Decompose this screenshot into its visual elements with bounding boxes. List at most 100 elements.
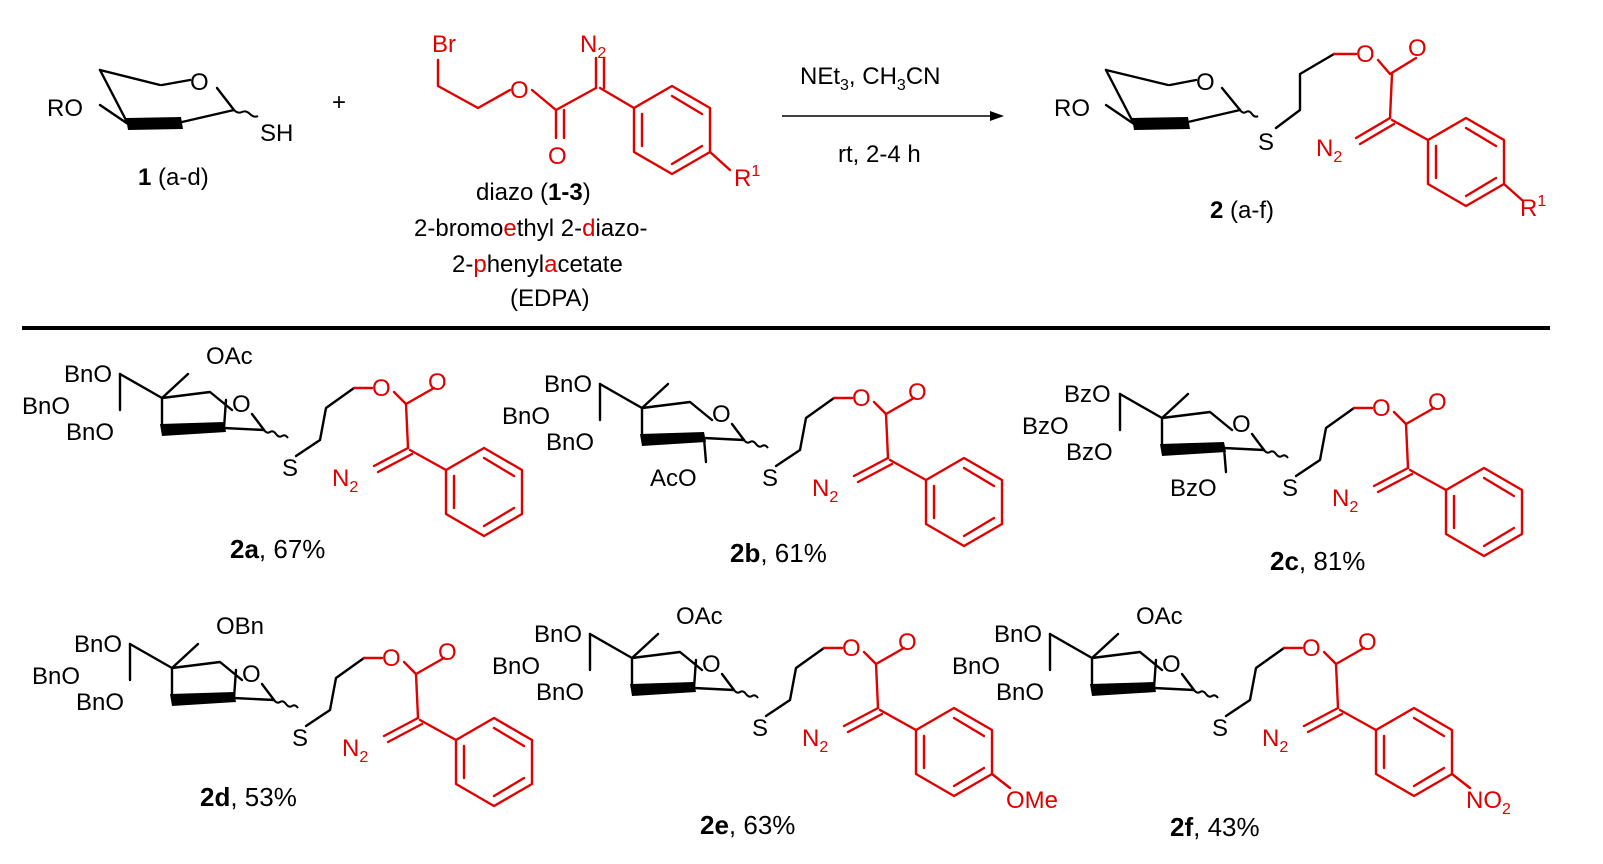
- ro-group: RO: [47, 95, 83, 122]
- diazo-group: N2: [812, 475, 838, 506]
- anomeric-wavy-bond: [1263, 449, 1289, 459]
- product-caption: 2e, 63%: [700, 810, 795, 840]
- ethyl-linker: [1294, 406, 1356, 478]
- diazo-name: diazo (1-3): [476, 179, 591, 206]
- phenyl-ring: [1374, 706, 1454, 798]
- ring-bond: [250, 412, 266, 432]
- protecting-group-c2: OBn: [216, 613, 264, 640]
- product-ring-oxygen: O: [1196, 69, 1215, 96]
- ring-bond: [692, 686, 736, 692]
- c2-bond: [1222, 446, 1228, 474]
- plus-sign: +: [332, 89, 346, 116]
- sulfur-atom: S: [762, 465, 778, 492]
- ring-oxygen: O: [1232, 411, 1251, 438]
- diazo-double-bond: [372, 446, 410, 468]
- alpha-bond: [404, 402, 410, 450]
- protecting-group-c3: BnO: [76, 689, 124, 716]
- anomeric-wavy-bond: [733, 689, 759, 699]
- anomeric-wavy-bond: [743, 439, 769, 449]
- diazo-group: N2: [1332, 485, 1358, 516]
- aryl-bond: [418, 718, 458, 742]
- diazo-double-bond: [846, 712, 884, 734]
- wedge-bond: [170, 692, 236, 706]
- para-bond: [1450, 772, 1472, 790]
- protecting-group-c2: AcO: [650, 465, 697, 492]
- product-carbonyl-oxygen: O: [1408, 35, 1427, 62]
- alpha-bond: [1404, 422, 1410, 470]
- ethyl-linker: [774, 396, 836, 468]
- protecting-group-c2: OAc: [206, 343, 253, 370]
- ring-oxygen: O: [712, 401, 731, 428]
- protecting-group-c3: BnO: [66, 419, 114, 446]
- ethyl-linker: [304, 656, 366, 728]
- ring-oxygen: O: [190, 69, 209, 96]
- aromatic-bond: [952, 766, 986, 788]
- r1-substituent: R1: [734, 163, 760, 192]
- edpa-name-line3: 2-phenylacetate: [452, 251, 623, 278]
- protecting-group-c3: BnO: [536, 679, 584, 706]
- protecting-group-c2: OAc: [676, 603, 723, 630]
- carbonyl-oxygen: O: [898, 629, 917, 656]
- diazo-group: N2: [802, 725, 828, 756]
- protecting-group-c6: BnO: [544, 371, 592, 398]
- carbonyl-oxygen: O: [548, 143, 567, 170]
- sulfur-atom: S: [292, 725, 308, 752]
- ring-bond: [720, 672, 736, 692]
- carbonyl-oxygen: O: [428, 369, 447, 396]
- ester-oxygen: O: [382, 645, 401, 672]
- c6-bond: [630, 632, 660, 660]
- protecting-group-c2: BzO: [1170, 475, 1217, 502]
- ester-oxygen: O: [852, 385, 871, 412]
- aromatic-bond: [1412, 716, 1446, 738]
- edpa-name-line2: 2-bromoethyl 2-diazo-: [414, 215, 647, 242]
- para-substituent: OMe: [1006, 787, 1058, 814]
- wedge-bond: [630, 682, 696, 696]
- aromatic-bond: [962, 466, 996, 488]
- ethyl-linker: [1224, 646, 1286, 718]
- wedge-bond: [640, 432, 706, 446]
- product-caption: 2b, 61%: [730, 538, 827, 568]
- carbonyl-oxygen: O: [438, 639, 457, 666]
- wedge-bond: [160, 422, 226, 436]
- carbonyl-oxygen: O: [1358, 629, 1377, 656]
- ring-bond: [260, 682, 276, 702]
- protecting-group-c4: BnO: [32, 663, 80, 690]
- phenyl-ring: [454, 716, 534, 808]
- carbonyl-oxygen: O: [1428, 389, 1447, 416]
- diazo-group: N2: [332, 465, 358, 496]
- aromatic-bond: [492, 776, 526, 798]
- protecting-group-c4: BzO: [1022, 413, 1069, 440]
- c2-bond: [232, 668, 238, 700]
- diazo-double-bond: [856, 462, 894, 484]
- ring-oxygen: O: [1162, 651, 1181, 678]
- aromatic-bond: [962, 516, 996, 538]
- diazo-double-bond: [376, 452, 414, 474]
- product-ro-group: RO: [1054, 95, 1090, 122]
- c2-bond: [222, 398, 228, 430]
- ester-oxygen: O: [510, 77, 529, 104]
- c6-bond: [170, 642, 200, 670]
- ring-oxygen: O: [232, 391, 251, 418]
- product-2-label: 2 (a-f): [1210, 197, 1274, 224]
- protecting-group-c4: BnO: [492, 653, 540, 680]
- c6-bond: [1090, 632, 1120, 660]
- anomeric-wavy-bond: [273, 699, 299, 709]
- diazo-double-bond: [1306, 712, 1344, 734]
- product-r1: R1: [1520, 193, 1546, 222]
- ring-bond: [222, 426, 266, 432]
- ester-oxygen: O: [1302, 635, 1321, 662]
- ring-oxygen: O: [242, 661, 261, 688]
- wedge-bond: [1090, 682, 1156, 696]
- reactant-2-structure: Br O O N2 R1 diazo (1-3) 2-bromoethyl 2-…: [414, 31, 760, 312]
- sulfur-atom: S: [1282, 475, 1298, 502]
- protecting-group-c4: BnO: [952, 653, 1000, 680]
- bromine-atom: Br: [432, 31, 456, 58]
- c2-bond: [702, 436, 708, 464]
- aryl-bond: [878, 708, 918, 732]
- ring-bond: [118, 372, 234, 412]
- protecting-group-c6: BzO: [1064, 381, 1111, 408]
